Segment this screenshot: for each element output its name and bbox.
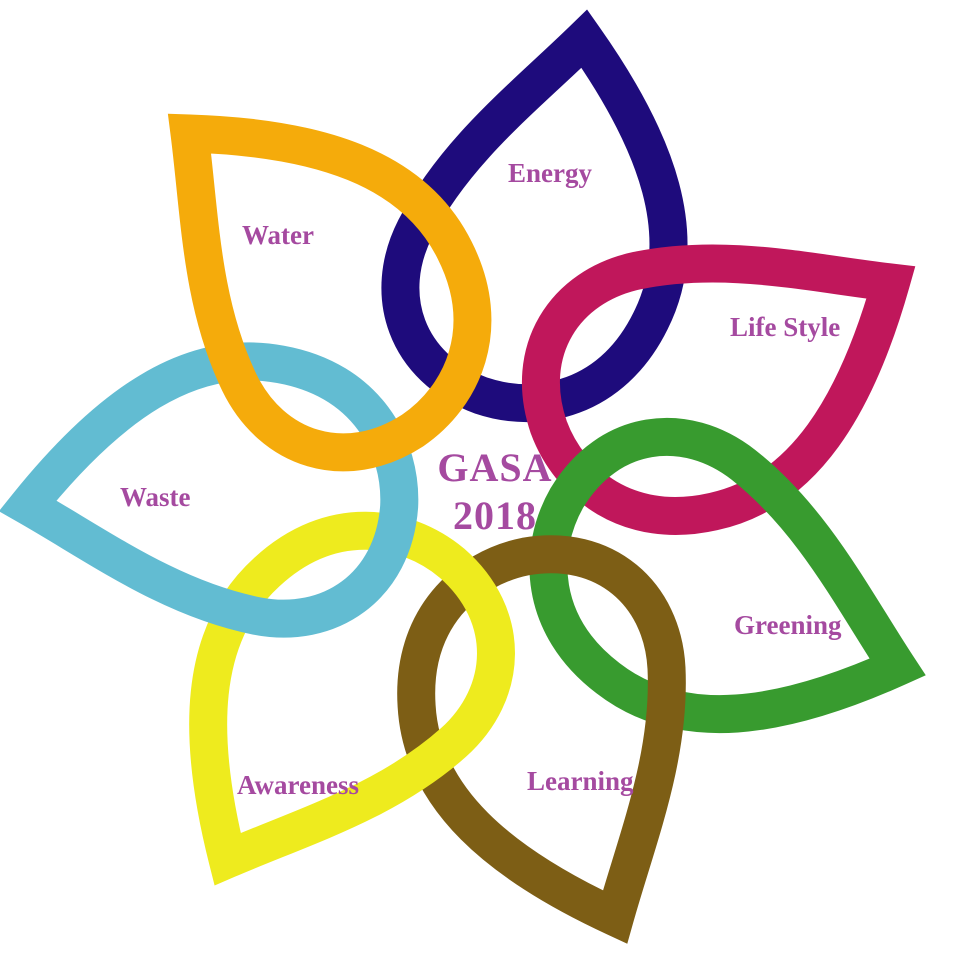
petal-label-awareness: Awareness	[237, 770, 359, 800]
petal-water	[167, 113, 492, 472]
center-year: 2018	[453, 493, 537, 538]
petal-awareness	[189, 511, 515, 886]
petal-label-greening: Greening	[734, 610, 842, 640]
petal-life-style	[521, 244, 916, 535]
petal-label-water: Water	[242, 220, 314, 250]
petal-waste	[0, 342, 419, 638]
petal-label-energy: Energy	[508, 158, 592, 188]
petal-greening	[529, 418, 926, 734]
petal-label-life-style: Life Style	[730, 312, 841, 342]
petal-label-waste: Waste	[120, 482, 191, 512]
petal-learning	[397, 535, 686, 944]
petal-label-learning: Learning	[527, 766, 634, 796]
center-title: GASA	[437, 445, 553, 490]
petal-energy	[381, 9, 688, 423]
